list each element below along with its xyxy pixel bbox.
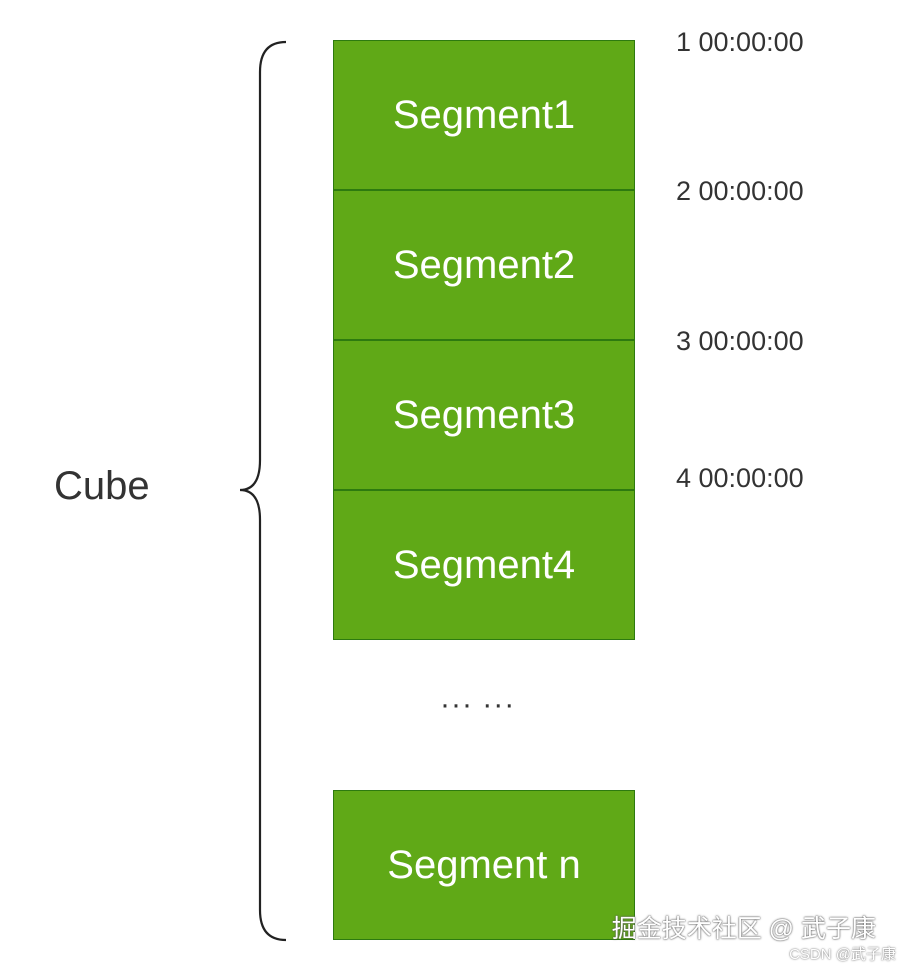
segment-block-4: Segment4 [333, 490, 635, 640]
segment-block-n: Segment n [333, 790, 635, 940]
segment-block-2: Segment2 [333, 190, 635, 340]
time-label-4: 4 00:00:00 [676, 463, 804, 493]
watermark-sub: CSDN @武子康 [789, 946, 896, 963]
watermark-main: 掘金技术社区 @ 武子康 [611, 915, 876, 943]
cube-label: Cube [54, 464, 150, 508]
time-label-2: 2 00:00:00 [676, 176, 804, 206]
ellipsis-text: ··· ··· [440, 688, 516, 721]
cube-brace-icon [239, 40, 287, 942]
segment-block-1: Segment1 [333, 40, 635, 190]
segment-block-3: Segment3 [333, 340, 635, 490]
time-label-1: 1 00:00:00 [676, 27, 804, 57]
time-label-3: 3 00:00:00 [676, 326, 804, 356]
